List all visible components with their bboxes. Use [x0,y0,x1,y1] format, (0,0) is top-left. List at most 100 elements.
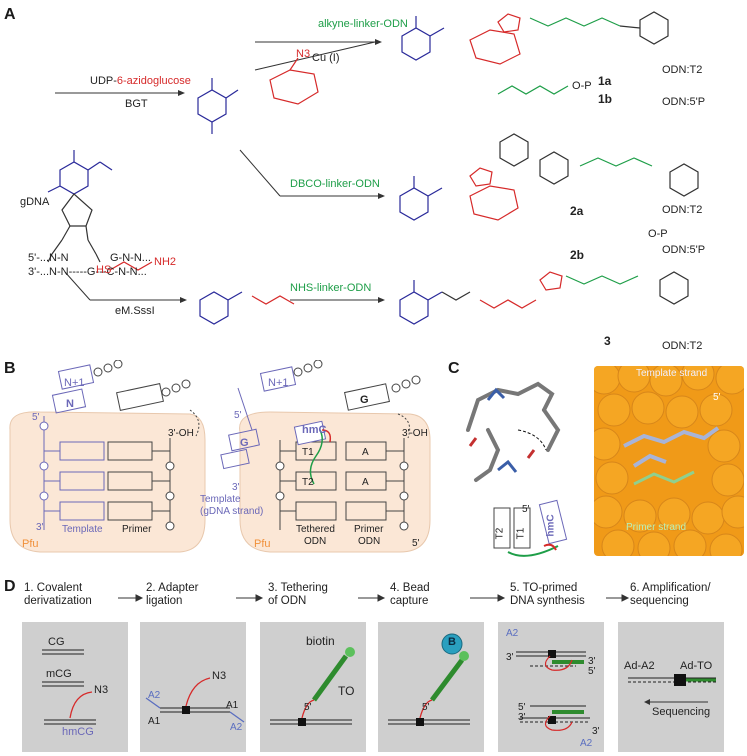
d-box-6 [618,622,724,752]
b-right-template-note: Template [200,494,241,505]
b-right-g: G [240,437,249,449]
b-right-5prime-bottom: 5' [412,538,420,549]
c-surface-art [594,366,744,556]
c-hmc: hmC [545,514,557,537]
b-left-3oh: 3'-OH [168,428,194,439]
thiol-label: HS [96,264,112,276]
d-box2-a2b: A2 [230,722,243,733]
d-box-3 [260,622,366,752]
odn-5p-1b: ODN:5'P [662,96,706,108]
panel-letter-a: A [4,6,16,23]
d-box5-a2b: A2 [580,738,593,749]
d-box3-biotin: biotin [306,634,335,648]
compound-1b-label: 1b [598,92,613,106]
c-protein-surface [594,366,744,556]
b-left-primer: Primer [122,524,152,535]
odn-5p-2b: ODN:5'P [662,244,706,256]
b-left-pfu: Pfu [22,538,39,550]
d-step-arrows [118,594,630,602]
b-right-a1: A [362,447,369,458]
panel-b-diagram [9,360,431,553]
reagent-bgt: BGT [125,98,148,110]
d-box2-a1a: A1 [148,716,161,727]
dna-top-strand-right: G-N-N... [110,252,151,264]
d-box6-ad-to: Ad-TO [680,660,713,672]
b-left-n: N [66,398,74,410]
b-right-5prime: 5' [234,410,242,421]
d-step-6-title: 6. Amplification/sequencing [630,582,711,607]
b-right-pfu: Pfu [254,538,271,550]
odn-t2-2a: ODN:T2 [662,204,703,216]
b-right-hmc: hmC [302,424,327,436]
b-left-nplus1: N+1 [64,377,85,389]
d-box2-a2a: A2 [148,690,161,701]
compound-3-label: 3 [604,334,611,348]
azide-label: N3 [296,48,311,60]
b-right-3oh: 3'-OH [402,428,428,439]
d-box5-a2a: A2 [506,628,519,639]
b-right-primer-odn: Primer [354,524,384,535]
c-t1: T1 [515,527,527,540]
d-box6-ad-a2: Ad-A2 [624,660,655,672]
b-right-tethered: Tethered [296,524,335,535]
panel-letter-d: D [4,578,16,595]
c-template-strand: Template strand [636,368,708,379]
panel-c-structure [466,381,568,557]
odn-t2-3: ODN:T2 [662,340,703,352]
d-box5-3a: 3' [506,652,514,663]
d-box-drawings [42,633,716,731]
d-box4-bead: B [448,636,456,648]
d-box5-3c: 3' [518,712,526,723]
c-5prime-right: 5' [713,392,721,403]
d-box2-n3: N3 [212,670,227,682]
reagent-udp: UDP-6-azidoglucose [90,75,191,87]
b-right-t2: T2 [302,477,314,488]
panel-letter-c: C [448,360,460,377]
b-right-g2: G [360,394,369,406]
b-right-nplus1: N+1 [268,377,289,389]
d-box3-5prime: 5' [304,702,312,713]
d-box5-3b: 3' [588,656,596,667]
reagent-emsssi: eM.SssI [115,305,155,317]
d-box5-5a: 5' [588,666,596,677]
d-box2-a1b: A1 [226,700,239,711]
compound-1a-label: 1a [598,74,612,88]
d-box5-3d: 3' [592,726,600,737]
d-box4-5prime: 5' [422,702,430,713]
amine-label: NH2 [154,256,177,268]
reagent-alkyne-linker: alkyne-linker-ODN [318,18,408,30]
op-label-2: O-P [648,228,668,240]
b-right-tethered2: ODN [304,536,327,547]
b-right-a2: A [362,477,369,488]
b-right-template-note2: (gDNA strand) [200,506,264,517]
dna-bottom-strand: 3'-...N-N-----G---C-N-N... [28,266,147,278]
b-right-3prime: 3' [232,482,240,493]
compound-2a-label: 2a [570,204,584,218]
b-left-template: Template [62,524,103,535]
d-box1-mcg: mCG [46,668,72,680]
op-label-1: O-P [572,80,592,92]
d-box3-to: TO [338,684,355,698]
b-right-primer-odn2: ODN [358,536,381,547]
d-box1-hmcg: hmCG [62,726,94,738]
b-left-5prime: 5' [32,412,40,423]
d-box6-sequencing: Sequencing [652,706,711,718]
compound-2b-label: 2b [570,248,585,262]
dna-top-strand: 5'-...N-N [28,252,69,264]
reagent-dbco-linker: DBCO-linker-ODN [290,178,380,190]
reagent-nhs-linker: NHS-linker-ODN [290,282,372,294]
d-box1-cg: CG [48,636,65,648]
reagent-cu: Cu (I) [312,52,340,64]
c-t2: T2 [494,527,506,540]
b-right-t1: T1 [302,447,314,458]
c-primer-strand: Primer strand [626,522,687,533]
panel-letter-b: B [4,360,16,377]
panel-a-arrows [47,11,699,325]
d-box-5 [498,622,604,752]
d-box1-n3: N3 [94,684,109,696]
